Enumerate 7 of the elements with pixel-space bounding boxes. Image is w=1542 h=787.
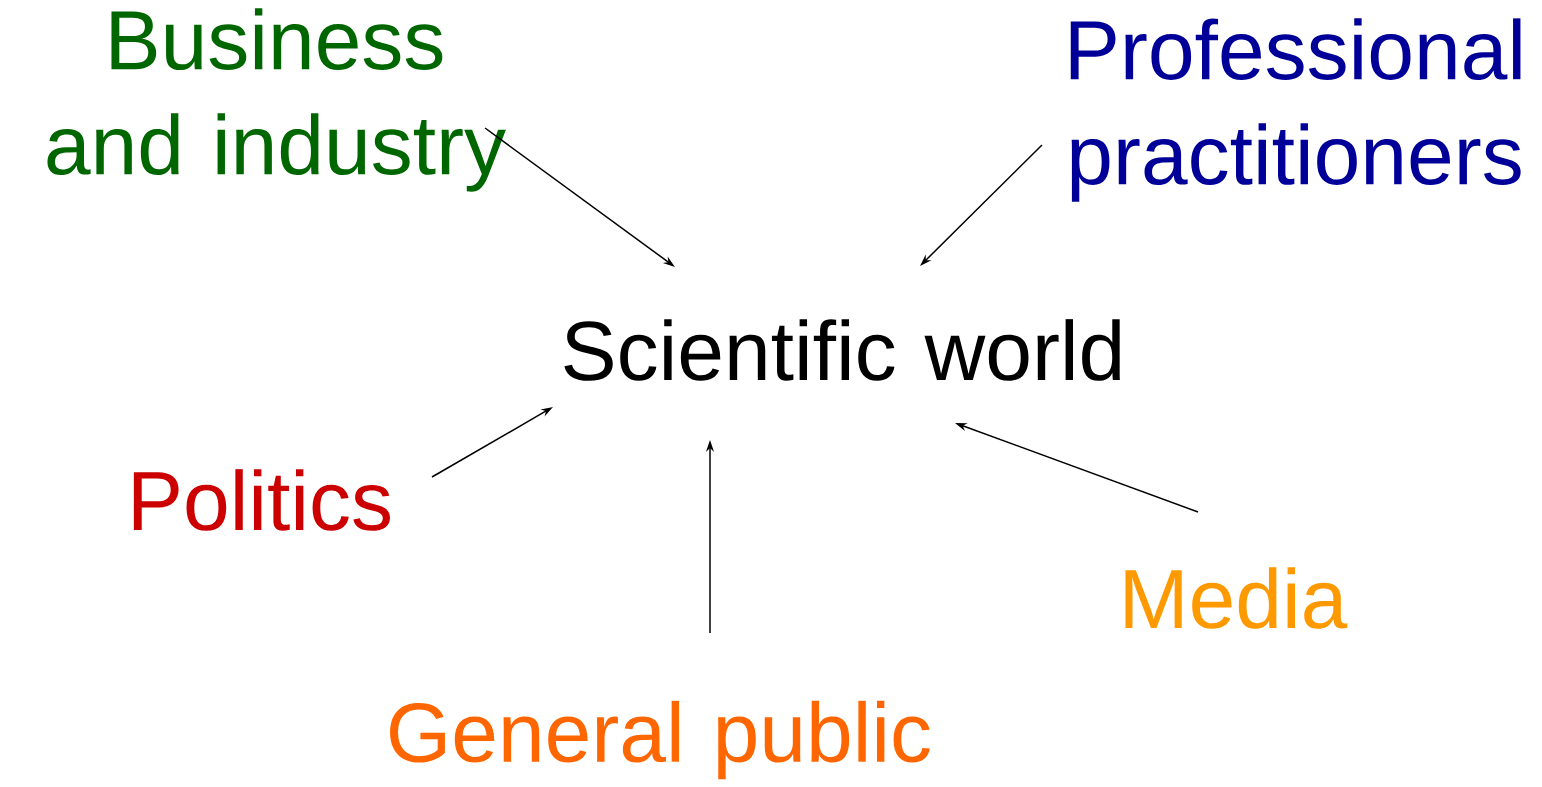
label-text: Scientific world [564,319,1120,381]
label-text: Business and industry [47,8,506,192]
arrow [920,144,1043,266]
label-text: Professional practitioners [1070,18,1521,202]
label-text: Media [1125,567,1348,629]
label-text: General public [390,700,930,780]
label-text: Politics [133,469,390,531]
